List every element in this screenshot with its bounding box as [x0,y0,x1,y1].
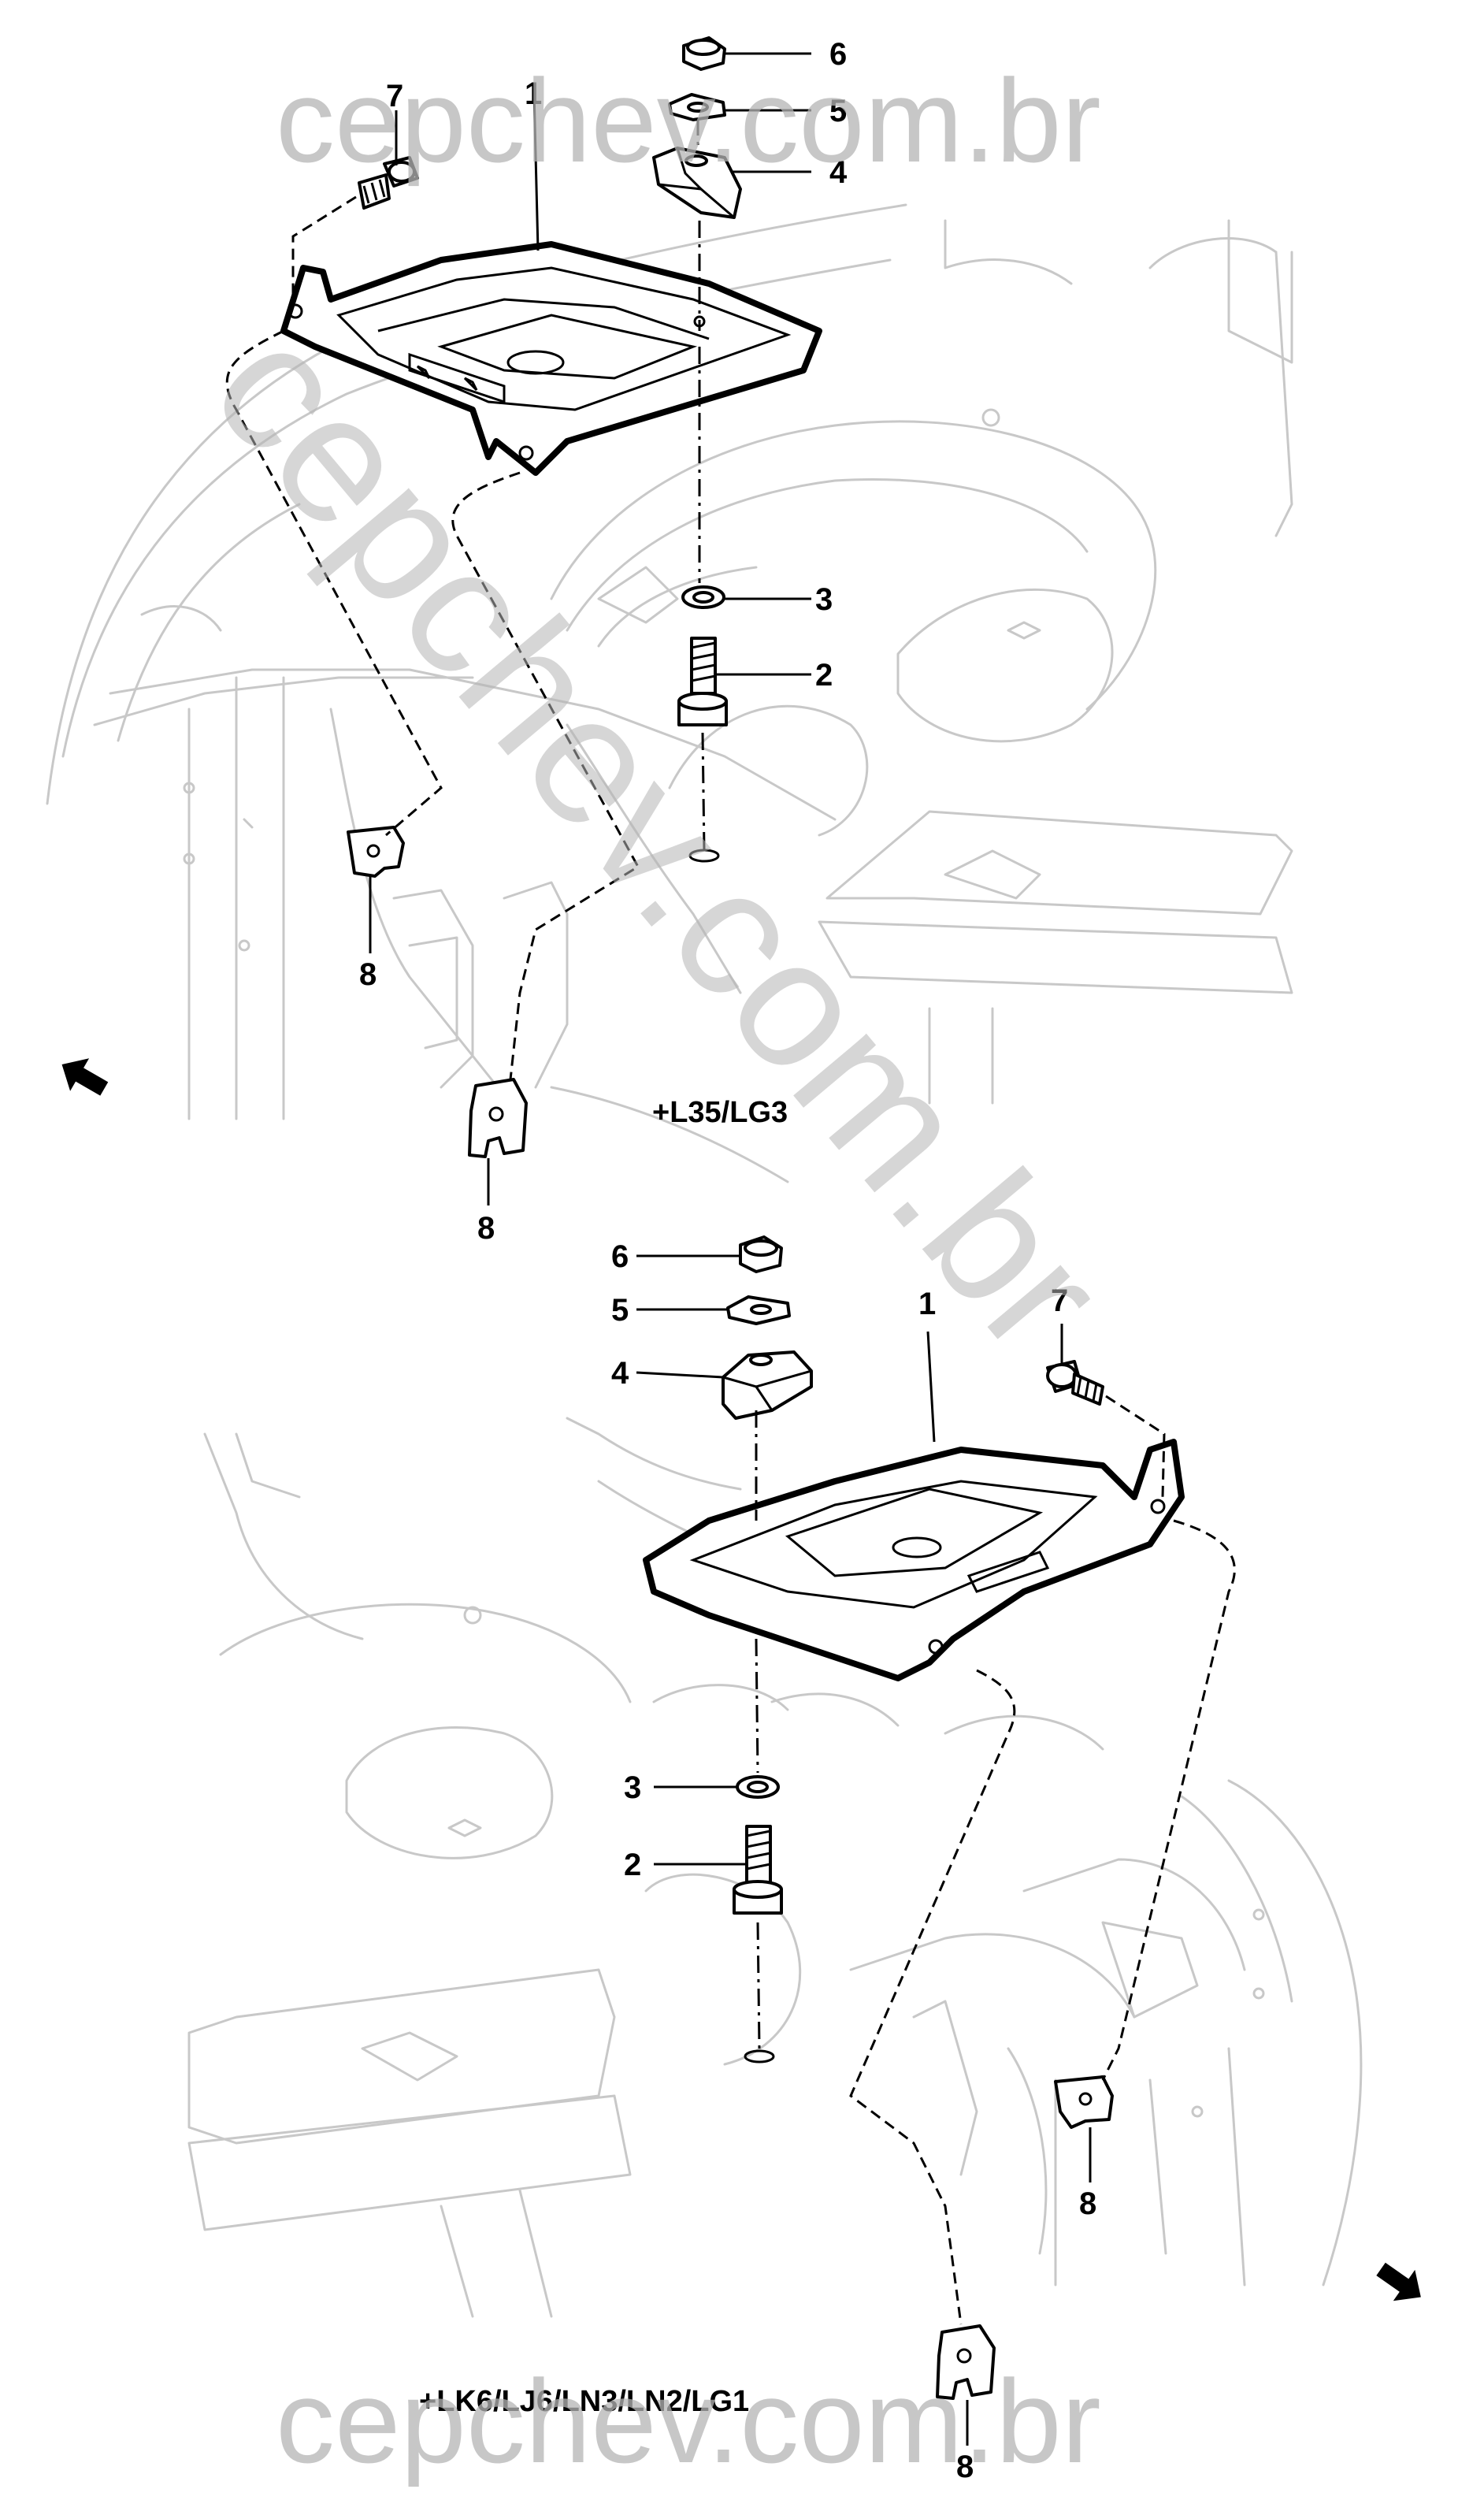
clip-path-left-top [225,329,443,837]
leader-1 [532,90,540,251]
variant-label-top: +L35/LG3 [652,1096,788,1129]
callout-7-top: 7 [386,79,403,113]
leader-4-bottom [636,1371,724,1379]
centerline-bottom [755,1410,761,2049]
clip-5 [668,93,726,121]
arrow-front-left-icon [61,1058,109,1096]
bolt-2-bottom [733,1825,783,1915]
wedge-4 [652,147,742,219]
callout-3-top: 3 [815,582,833,617]
clip-8-bottom [468,1078,528,1158]
washer-3 [681,585,725,609]
diagram-top: 7 1 6 5 4 3 2 8 8 +L35/LG3 [46,36,1293,1246]
callout-2-bottom: 2 [624,1848,641,1882]
callout-5-top: 5 [829,94,847,128]
clip-5-bottom [726,1295,791,1325]
callout-4-bottom: 4 [611,1356,629,1391]
callout-6-top: 6 [829,37,847,72]
battery-tray-part-bottom [643,1439,1185,1681]
clip-path-bottom-top [451,471,640,1080]
bolt-7 [358,156,419,210]
clip-path-right-bottom [1101,1519,1236,2081]
callout-7-bottom: 7 [1051,1283,1068,1318]
callout-8b-top: 8 [477,1211,495,1246]
callout-4-top: 4 [829,155,848,190]
callout-8a-top: 8 [359,957,377,992]
watermark-diagonal: cepchev.com.br [175,288,1143,1388]
clip-8-bottom-bottom [936,2324,996,2400]
clip-8-left [347,826,405,878]
watermark-top: cepchev.com.br [276,54,1101,187]
callout-1-top: 1 [525,76,542,111]
variant-label-bottom: +LK6/LJ6/LN3/LN2/LG1 [419,2385,749,2418]
callout-1-bottom: 1 [918,1287,936,1321]
bolt-2 [677,637,728,726]
hole-mark-top [688,849,720,863]
callout-5-bottom: 5 [611,1293,629,1328]
ghost-body-structure-top [46,203,1293,1183]
bolt-7-bottom [1046,1360,1104,1406]
ghost-body-structure-bottom [187,1417,1363,2318]
nut-6-bottom [739,1235,783,1273]
arrow-front-right-icon [1376,2262,1421,2301]
diagram-bottom: 6 5 4 1 7 3 2 8 8 +LK6/LJ6/LN3/LN2/LG1 [187,1235,1421,2484]
callout-6-bottom: 6 [611,1239,629,1274]
fastener-stack-top [225,36,811,1205]
leader-1-bottom [926,1331,936,1443]
clip-8-right-bottom [1054,2075,1114,2129]
callout-3-bottom: 3 [624,1770,641,1805]
nut-6 [682,36,726,71]
washer-3-bottom [736,1775,780,1799]
hole-mark-bottom [744,2049,775,2064]
watermark-bottom: cepchev.com.br [276,2355,1101,2487]
fastener-stack-bottom [636,1235,1236,2446]
callout-8b-bottom: 8 [956,2450,974,2484]
clip-path-bottom-bottom [849,1669,1016,2325]
bolt7-path-top [291,195,357,306]
bolt7-path-bottom [1105,1395,1166,1498]
callout-2-top: 2 [815,658,833,693]
battery-tray-part [280,241,822,476]
wedge-4-bottom [722,1350,813,1420]
callout-8a-bottom: 8 [1079,2186,1096,2221]
